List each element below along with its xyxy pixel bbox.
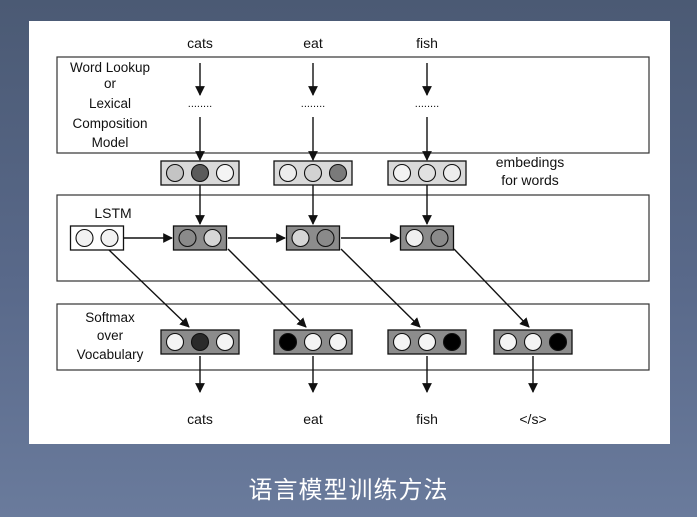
arrow — [340, 248, 421, 328]
vector-unit — [278, 163, 298, 183]
vector-unit — [75, 228, 94, 248]
vector-unit — [303, 332, 323, 352]
vector-unit — [328, 163, 348, 183]
vector-unit — [430, 228, 449, 248]
vector-unit — [215, 332, 235, 352]
vector-unit — [178, 228, 197, 248]
softmax-label-line: Vocabulary — [77, 347, 144, 362]
vector-unit — [203, 228, 222, 248]
vector-unit — [278, 332, 298, 352]
lstm-state-vector — [399, 225, 455, 251]
softmax-vector — [387, 329, 467, 355]
vector-unit — [215, 163, 235, 183]
lookup-label-line: or — [104, 76, 117, 91]
lookup-label-line: Composition — [72, 116, 147, 131]
vector-unit — [190, 332, 210, 352]
embedding-vector — [387, 160, 467, 186]
vector-unit — [316, 228, 335, 248]
lookup-label-line: Model — [92, 135, 129, 150]
vector-unit — [328, 332, 348, 352]
initial-state-vector — [69, 225, 125, 251]
output-word: fish — [416, 411, 438, 427]
vector-unit — [190, 163, 210, 183]
softmax-vector — [273, 329, 353, 355]
vector-unit — [100, 228, 119, 248]
vector-unit — [405, 228, 424, 248]
lookup-label-line: Word Lookup — [70, 60, 150, 75]
vector-unit — [303, 163, 323, 183]
vector-unit — [392, 163, 412, 183]
lookup-frame — [56, 56, 650, 154]
lookup-label-line: Lexical — [89, 96, 131, 111]
output-word: cats — [187, 411, 213, 427]
embedding-vector — [160, 160, 240, 186]
embed-label-line: for words — [501, 172, 559, 188]
input-word: cats — [187, 35, 213, 51]
vector-unit — [165, 163, 185, 183]
lstm-state-vector — [285, 225, 341, 251]
softmax-label-line: over — [97, 328, 124, 343]
output-word: eat — [303, 411, 323, 427]
arrow — [453, 248, 530, 328]
softmax-frame — [56, 303, 650, 371]
input-word: eat — [303, 35, 323, 51]
embed-label-line: embedings — [496, 154, 565, 170]
vector-unit — [442, 332, 462, 352]
arrow — [227, 248, 307, 328]
vector-unit — [523, 332, 543, 352]
lookup-dots: ........ — [188, 98, 212, 110]
softmax-vector — [160, 329, 240, 355]
vector-unit — [417, 163, 437, 183]
lookup-dots: ........ — [415, 98, 439, 110]
input-word: fish — [416, 35, 438, 51]
embedding-vector — [273, 160, 353, 186]
output-word: </s> — [519, 411, 546, 427]
softmax-label-line: Softmax — [85, 310, 135, 325]
vector-unit — [165, 332, 185, 352]
slide-caption: 语言模型训练方法 — [248, 476, 449, 504]
vector-unit — [392, 332, 412, 352]
vector-unit — [548, 332, 568, 352]
vector-unit — [417, 332, 437, 352]
vector-unit — [442, 163, 462, 183]
vector-unit — [498, 332, 518, 352]
language-model-diagram: Word Lookup or Lexical Composition Model… — [56, 35, 650, 427]
lstm-state-vector — [172, 225, 228, 251]
lstm-frame — [56, 194, 650, 282]
arrow — [108, 249, 190, 328]
lstm-label: LSTM — [94, 205, 131, 221]
lookup-label: Word Lookup or Lexical Composition Model — [70, 60, 150, 150]
lookup-dots: ........ — [301, 98, 325, 110]
softmax-vector — [493, 329, 573, 355]
vector-unit — [291, 228, 310, 248]
diagram-panel: Word Lookup or Lexical Composition Model… — [29, 21, 670, 444]
